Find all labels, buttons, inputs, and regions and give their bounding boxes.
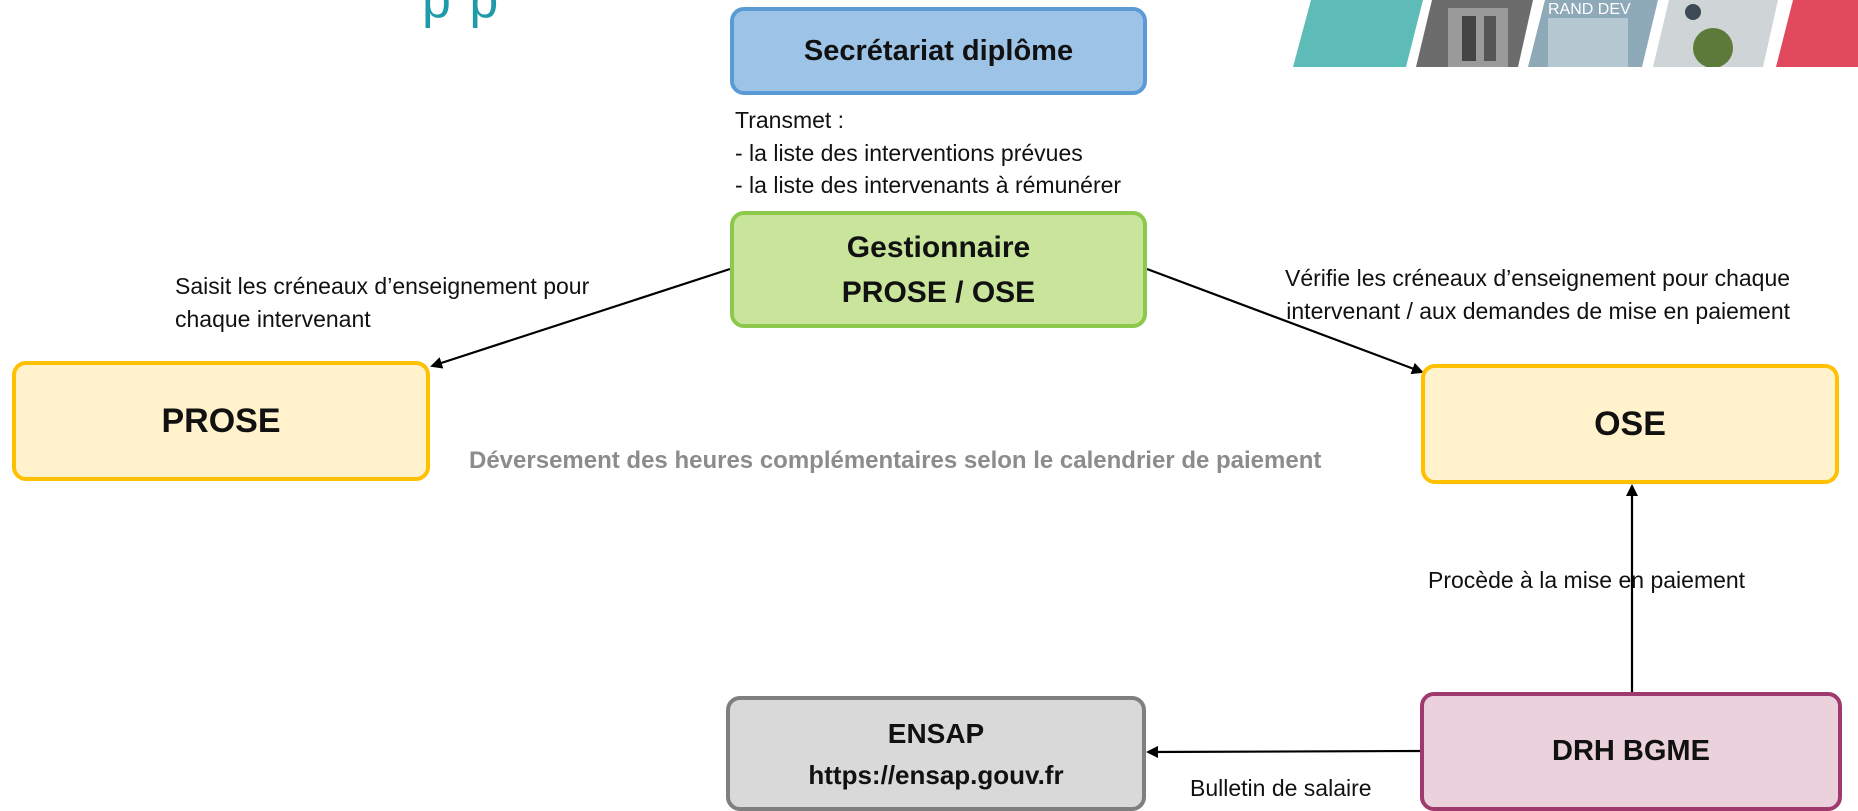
secretariat-diplome-box: Secrétariat diplôme <box>730 7 1147 95</box>
saisit-line-2: chaque intervenant <box>175 305 371 332</box>
arrow-gestionnaire-to-prose <box>430 267 731 369</box>
verifie-line-1: Vérifie les créneaux d’enseignement pour… <box>1285 265 1791 291</box>
transmet-line-1: Transmet : <box>735 107 845 133</box>
verifie-line-2: intervenant / aux demandes de mise en pa… <box>1286 297 1791 324</box>
header-title-fragment: p p <box>422 0 501 29</box>
bulletin-note: Bulletin de salaire <box>1190 775 1372 801</box>
ensap-label: ENSAP <box>887 717 985 749</box>
ensap-url: https://ensap.gouv.fr <box>808 760 1064 791</box>
drh-bgme-box: DRH BGME <box>1420 692 1842 811</box>
procede-note: Procède à la mise en paiement <box>1428 567 1746 593</box>
photo-sign-text: RAND DEV <box>1548 1 1631 18</box>
deversement-note: Déversement des heures complémentaires s… <box>469 447 1322 474</box>
arrow-gestionnaire-to-ose <box>1146 267 1424 375</box>
prose-box: PROSE <box>12 361 430 481</box>
transmet-line-3: - la liste des intervenants à rémunérer <box>735 172 1122 199</box>
ose-box: OSE <box>1421 364 1839 484</box>
saisit-note: Saisit les créneaux d’enseignement pour … <box>175 270 589 335</box>
verifie-note: Vérifie les créneaux d’enseignement pour… <box>1285 262 1790 327</box>
secretariat-label: Secrétariat diplôme <box>803 34 1074 67</box>
prose-label: PROSE <box>161 401 281 440</box>
header-photo-banner: RAND DEV <box>1248 0 1858 67</box>
gestionnaire-line-2: PROSE / OSE <box>841 275 1036 309</box>
gestionnaire-line-1: Gestionnaire <box>846 230 1031 264</box>
ensap-box: ENSAP https://ensap.gouv.fr <box>726 696 1146 811</box>
saisit-line-1: Saisit les créneaux d’enseignement pour <box>175 273 590 299</box>
arrow-drh-to-ensap <box>1146 745 1421 758</box>
transmet-line-2: - la liste des interventions prévues <box>735 139 1083 166</box>
transmet-note: Transmet : - la liste des interventions … <box>735 104 1121 202</box>
ose-label: OSE <box>1594 404 1666 443</box>
gestionnaire-box: Gestionnaire PROSE / OSE <box>730 211 1147 328</box>
drh-label: DRH BGME <box>1552 735 1710 767</box>
